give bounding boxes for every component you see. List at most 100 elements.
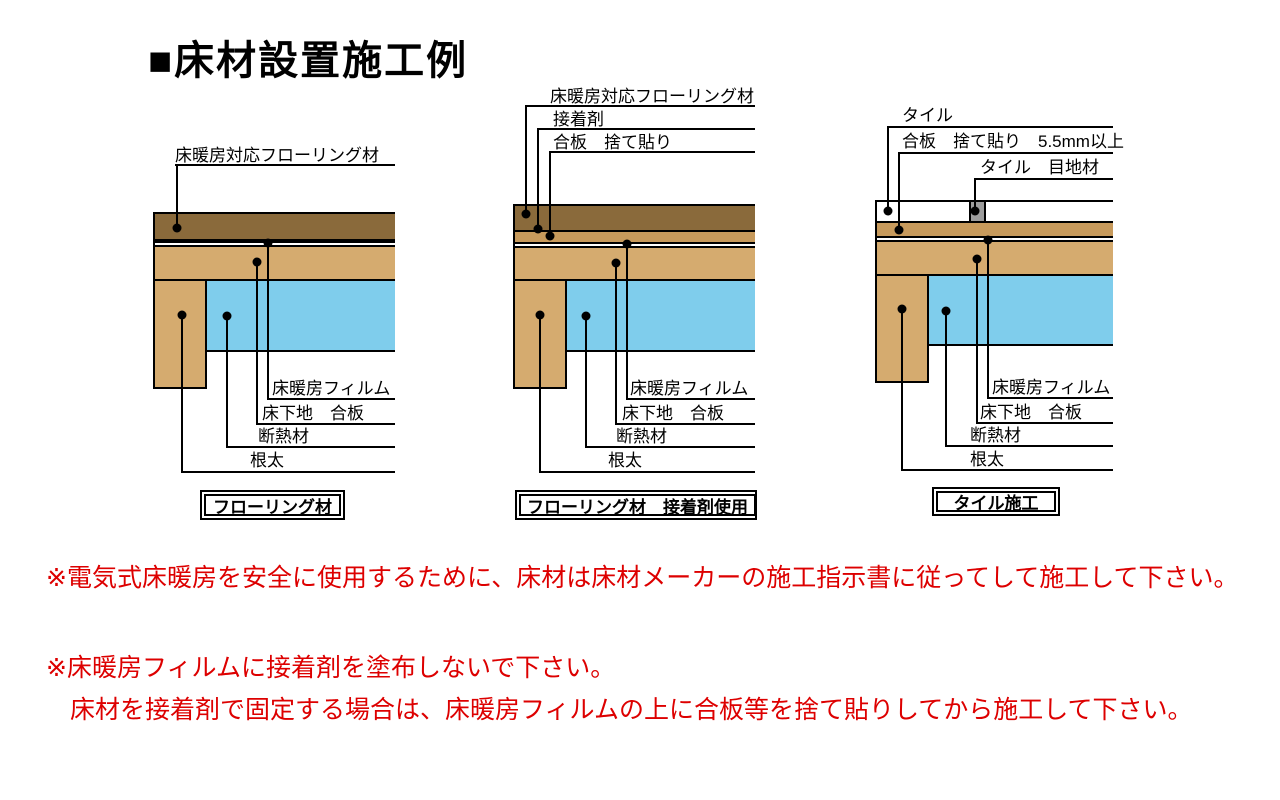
label-underline [945, 445, 1113, 447]
warning-note-2: ※床暖房フィルムに接着剤を塗布しないで下さい。 [46, 654, 616, 682]
plywood-underlay-layer [875, 223, 1113, 236]
heating-film-layer [513, 242, 755, 248]
heating-film-layer [875, 236, 1113, 242]
caption-label: フローリング材 [204, 494, 341, 517]
plywood-label: 合板 捨て貼り 5.5mm以上 [902, 132, 1124, 151]
leader-line [539, 315, 541, 471]
junction-dot [252, 257, 262, 267]
insulation-label: 断熱材 [258, 427, 309, 446]
junction-dot [263, 238, 273, 248]
flooring-label: 床暖房対応フローリング材 [175, 146, 379, 165]
label-underline [987, 397, 1113, 399]
plywood-underlay-layer [513, 232, 755, 242]
label-underline [539, 471, 755, 473]
adhesive-label: 接着剤 [553, 110, 604, 129]
leader-line [945, 311, 947, 445]
joist-label: 根太 [250, 451, 284, 470]
film-label: 床暖房フィルム [992, 378, 1111, 397]
junction-dot [172, 223, 182, 233]
subfloor-layer [513, 248, 755, 281]
label-underline [525, 105, 755, 107]
insulation-layer [567, 281, 755, 352]
label-underline [615, 423, 755, 425]
warning-note-1: ※電気式床暖房を安全に使用するために、床材は床材メーカーの施工指示書に従ってして… [46, 564, 1239, 592]
grout-label: タイル 目地材 [980, 158, 1099, 177]
caption-label: フローリング材 接着剤使用 [519, 494, 756, 517]
leader-line [549, 153, 551, 236]
junction-dot [897, 304, 907, 314]
caption-box: フローリング材 接着剤使用 [515, 490, 757, 520]
junction-dot [970, 206, 980, 216]
label-underline [887, 126, 1113, 128]
junction-dot [521, 209, 531, 219]
leader-line [181, 315, 183, 471]
joist-label: 根太 [970, 450, 1004, 469]
label-underline [901, 469, 1113, 471]
leader-line [987, 240, 989, 397]
leader-line [615, 263, 617, 423]
leader-line [974, 180, 976, 211]
subfloor-label: 床下地 合板 [980, 403, 1082, 422]
label-underline [181, 471, 395, 473]
tile-label: タイル [902, 106, 953, 125]
label-underline [226, 446, 395, 448]
label-underline [549, 151, 755, 153]
subfloor-layer [875, 242, 1113, 276]
leader-line [537, 130, 539, 229]
label-underline [585, 446, 755, 448]
insulation-layer [929, 276, 1113, 346]
junction-dot [533, 224, 543, 234]
leader-line [267, 243, 269, 398]
junction-dot [941, 306, 951, 316]
leader-line [256, 262, 258, 423]
junction-dot [581, 311, 591, 321]
junction-dot [177, 310, 187, 320]
page-title: ■床材設置施工例 [148, 39, 469, 83]
leader-line [525, 107, 527, 214]
label-underline [898, 152, 1113, 154]
leader-line [887, 128, 889, 211]
subfloor-label: 床下地 合板 [262, 404, 364, 423]
flooring-layer [513, 204, 755, 232]
caption-box: フローリング材 [200, 490, 345, 520]
leader-line [898, 154, 900, 230]
joist-block [153, 281, 207, 389]
subfloor-layer [153, 247, 395, 281]
junction-dot [883, 206, 893, 216]
junction-dot [983, 235, 993, 245]
subfloor-label: 床下地 合板 [622, 404, 724, 423]
leader-line [226, 316, 228, 446]
film-label: 床暖房フィルム [272, 379, 391, 398]
leader-line [901, 309, 903, 469]
film-label: 床暖房フィルム [630, 379, 749, 398]
flooring-label: 床暖房対応フローリング材 [550, 87, 754, 106]
flooring-layer [153, 212, 395, 241]
junction-dot [222, 311, 232, 321]
heating-film-layer [153, 241, 395, 247]
plywood-label: 合板 捨て貼り [553, 133, 672, 152]
label-underline [626, 398, 755, 400]
label-underline [267, 398, 395, 400]
insulation-layer [207, 281, 395, 352]
label-underline [537, 128, 755, 130]
leader-line [585, 316, 587, 446]
insulation-label: 断熱材 [970, 426, 1021, 445]
caption-box: タイル施工 [932, 487, 1060, 516]
junction-dot [535, 310, 545, 320]
insulation-label: 断熱材 [616, 427, 667, 446]
junction-dot [545, 231, 555, 241]
label-underline [976, 422, 1113, 424]
leader-line [976, 259, 978, 422]
junction-dot [622, 239, 632, 249]
junction-dot [972, 254, 982, 264]
junction-dot [611, 258, 621, 268]
label-underline [974, 178, 1113, 180]
caption-label: タイル施工 [936, 491, 1056, 513]
junction-dot [894, 225, 904, 235]
warning-note-3: 床材を接着剤で固定する場合は、床暖房フィルムの上に合板等を捨て貼りしてから施工し… [70, 696, 1193, 724]
leader-line [626, 244, 628, 398]
joist-label: 根太 [608, 451, 642, 470]
